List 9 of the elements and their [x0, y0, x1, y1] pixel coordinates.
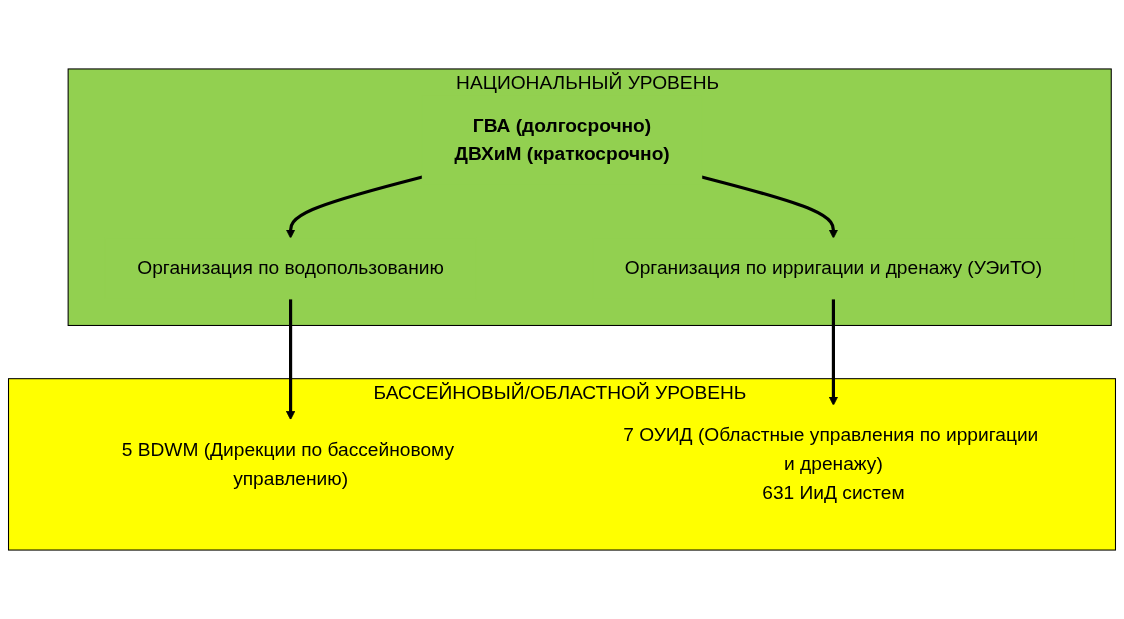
node-text: 7 ОУИД (Областные управления по ирригации и дренажу) 631 ИиД систем: [623, 424, 1039, 504]
node-text: Организация по водопользованию: [137, 257, 444, 279]
node-text: 5 BDWM (Дирекции по бассейновому управлению): [121, 438, 455, 489]
node-text: ГВА (долгосрочно) ДВХиМ (краткосрочно): [454, 114, 670, 165]
arrow: [701, 175, 839, 239]
arrow: [285, 298, 296, 421]
node-text: Организация по ирригации и дренажу (УЭиТО): [624, 257, 1043, 279]
arrow: [285, 175, 423, 239]
arrow: [828, 298, 839, 406]
